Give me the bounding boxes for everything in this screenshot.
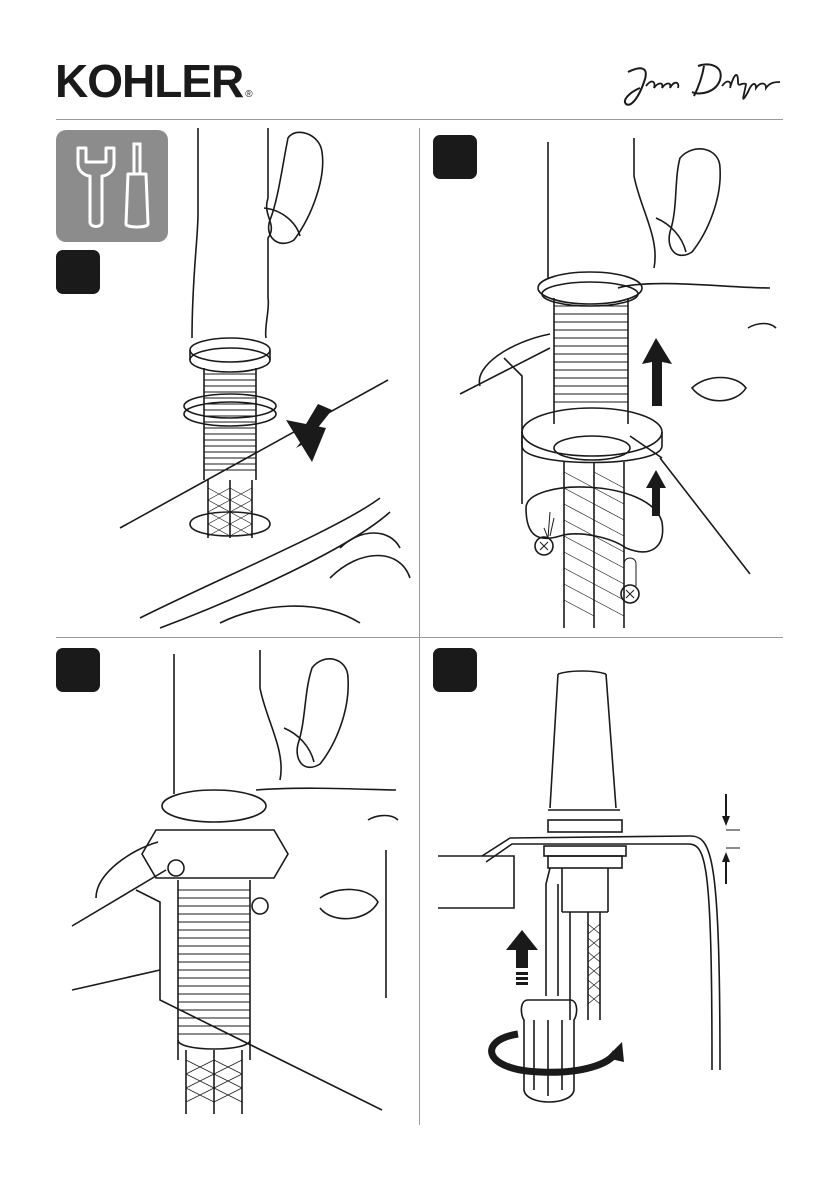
brand-name: KOHLER <box>55 55 243 107</box>
signature-logo <box>620 52 790 112</box>
rotate-arrow-icon <box>492 1034 624 1072</box>
step-4-illustration <box>430 640 783 1120</box>
header-divider <box>56 119 783 120</box>
vertical-divider <box>419 128 420 1125</box>
kohler-logo: KOHLER® <box>55 58 252 118</box>
step-1-illustration <box>100 128 415 633</box>
step-2-illustration <box>430 128 783 633</box>
dimension-arrows <box>722 794 730 884</box>
step-1-badge <box>56 250 100 294</box>
arrow-up-icon <box>642 338 672 516</box>
registered-mark: ® <box>245 89 251 100</box>
horizontal-divider <box>56 637 783 638</box>
push-up-arrow-icon <box>506 930 538 985</box>
step-3-illustration <box>56 640 416 1120</box>
